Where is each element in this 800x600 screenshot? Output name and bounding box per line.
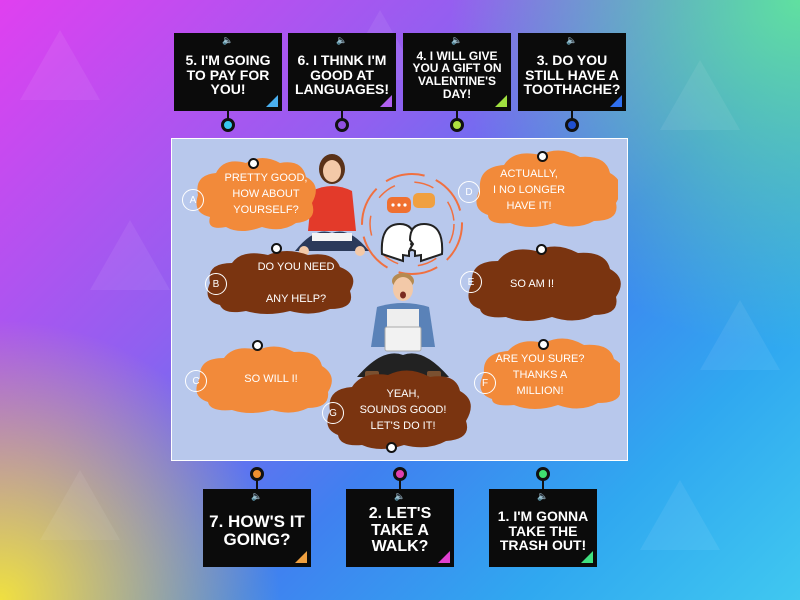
drag-handle-6[interactable] — [335, 118, 349, 132]
connector-stem — [341, 111, 343, 121]
cloud-shape — [196, 346, 332, 413]
speaker-icon[interactable]: 🔈 — [394, 491, 406, 501]
corner-triangle-icon — [380, 95, 392, 107]
answer-board: PRETTY GOOD, HOW ABOUT YOURSELF? A DO YO… — [171, 138, 628, 461]
drag-handle-3[interactable] — [565, 118, 579, 132]
drop-target-a[interactable] — [248, 158, 259, 169]
response-text: DO YOU NEED ANY HELP? — [257, 261, 335, 305]
bg-triangle — [660, 60, 740, 130]
bg-triangle — [700, 300, 780, 370]
speaker-icon[interactable]: 🔈 — [537, 491, 549, 501]
prompt-card-6[interactable]: 🔈 6. I THINK I'M GOOD AT LANGUAGES! — [288, 33, 396, 111]
drop-target-g[interactable] — [386, 442, 397, 453]
corner-triangle-icon — [295, 551, 307, 563]
response-text: ARE YOU SURE? THANKS A MILLION! — [495, 353, 585, 397]
response-letter-d: D — [458, 181, 480, 203]
response-text: PRETTY GOOD, HOW ABOUT YOURSELF? — [224, 172, 308, 216]
corner-triangle-icon — [610, 95, 622, 107]
response-text: SO WILL I! — [244, 373, 298, 386]
prompt-text: 2. LET'S TAKE A WALK? — [368, 504, 432, 556]
response-text: SO AM I! — [509, 278, 554, 291]
prompt-card-7[interactable]: 🔈 7. HOW'S IT GOING? — [203, 489, 311, 567]
corner-triangle-icon — [581, 551, 593, 563]
speaker-icon[interactable]: 🔈 — [251, 491, 263, 501]
girl-reading-image — [295, 154, 369, 256]
bg-triangle — [20, 30, 100, 100]
prompt-text: 1. I'M GONNA TAKE THE TRASH OUT! — [497, 507, 589, 554]
drop-target-b[interactable] — [271, 243, 282, 254]
cloud-shape — [480, 338, 620, 409]
cloud-shape — [196, 158, 316, 231]
prompt-card-2[interactable]: 🔈 2. LET'S TAKE A WALK? — [346, 489, 454, 567]
connector-stem — [571, 111, 573, 121]
response-cloud-d: ACTUALLY, I NO LONGER HAVE IT! — [470, 149, 618, 233]
speaker-icon[interactable]: 🔈 — [451, 35, 463, 45]
response-text: YEAH, SOUNDS GOOD! LET'S DO IT! — [359, 388, 447, 432]
bg-triangle — [90, 220, 170, 290]
cloud-shape — [327, 370, 471, 449]
connector-stem — [542, 479, 544, 489]
cloud-shape — [207, 251, 354, 314]
prompt-card-4[interactable]: 🔈 4. I WILL GIVE YOU A GIFT ON VALENTINE… — [403, 33, 511, 111]
connector-stem — [256, 479, 258, 489]
prompt-card-3[interactable]: 🔈 3. DO YOU STILL HAVE A TOOTHACHE? — [518, 33, 626, 111]
response-letter-g: G — [322, 402, 344, 424]
response-letter-e: E — [460, 271, 482, 293]
response-letter-f: F — [474, 372, 496, 394]
connector-stem — [456, 111, 458, 121]
corner-triangle-icon — [495, 95, 507, 107]
prompt-text: 3. DO YOU STILL HAVE A TOOTHACHE? — [523, 51, 621, 98]
response-cloud-a: PRETTY GOOD, HOW ABOUT YOURSELF? — [190, 157, 320, 233]
drop-target-c[interactable] — [252, 340, 263, 351]
response-cloud-b: DO YOU NEED ANY HELP? — [202, 251, 360, 317]
bg-triangle — [40, 470, 120, 540]
prompt-card-1[interactable]: 🔈 1. I'M GONNA TAKE THE TRASH OUT! — [489, 489, 597, 567]
conversation-heads-icon — [361, 173, 463, 275]
boy-with-laptop-image — [357, 273, 449, 378]
speaker-icon[interactable]: 🔈 — [566, 35, 578, 45]
response-letter-a: A — [182, 189, 204, 211]
response-cloud-g: YEAH, SOUNDS GOOD! LET'S DO IT! — [322, 369, 472, 453]
speaker-icon[interactable]: 🔈 — [336, 35, 348, 45]
connector-stem — [399, 479, 401, 489]
response-cloud-f: ARE YOU SURE? THANKS A MILLION! — [474, 337, 620, 415]
drop-target-e[interactable] — [536, 244, 547, 255]
drag-handle-4[interactable] — [450, 118, 464, 132]
connector-stem — [227, 111, 229, 121]
prompt-card-5[interactable]: 🔈 5. I'M GOING TO PAY FOR YOU! — [174, 33, 282, 111]
drop-target-d[interactable] — [537, 151, 548, 162]
drag-handle-5[interactable] — [221, 118, 235, 132]
prompt-text: 5. I'M GOING TO PAY FOR YOU! — [185, 51, 271, 98]
cloud-shape — [468, 246, 621, 321]
response-cloud-e: SO AM I! — [462, 245, 622, 325]
drop-target-f[interactable] — [538, 339, 549, 350]
prompt-text: 7. HOW'S IT GOING? — [209, 512, 305, 549]
speaker-icon[interactable]: 🔈 — [222, 35, 234, 45]
bg-triangle — [640, 480, 720, 550]
prompt-text: 4. I WILL GIVE YOU A GIFT ON VALENTINE'S… — [412, 48, 502, 101]
prompt-text: 6. I THINK I'M GOOD AT LANGUAGES! — [294, 51, 390, 98]
corner-triangle-icon — [438, 551, 450, 563]
corner-triangle-icon — [266, 95, 278, 107]
response-letter-c: C — [185, 370, 207, 392]
response-letter-b: B — [205, 273, 227, 295]
response-cloud-c: SO WILL I! — [190, 344, 332, 416]
cloud-shape — [476, 150, 618, 227]
response-text: ACTUALLY, I NO LONGER HAVE IT! — [492, 168, 566, 212]
